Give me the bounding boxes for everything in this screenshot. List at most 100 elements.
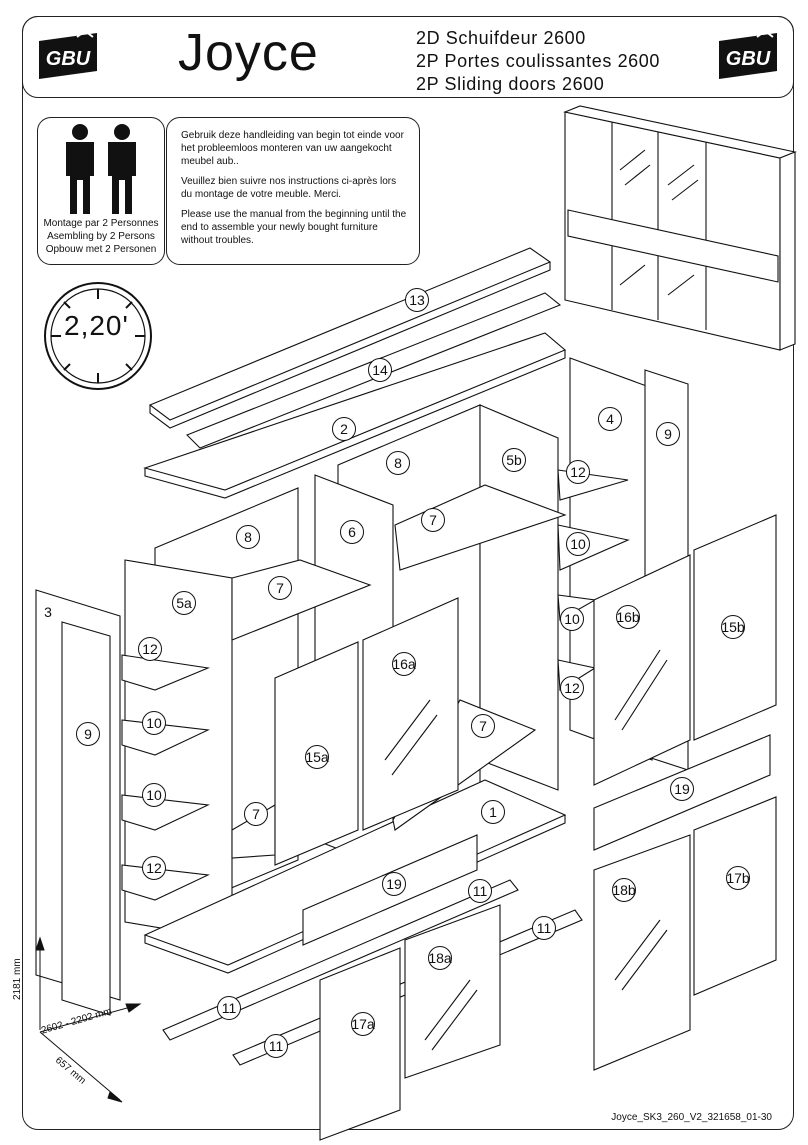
part-circle (76, 722, 100, 746)
part-label-10-left-a: 10 (146, 715, 162, 731)
part-label-3: 3 (44, 604, 52, 620)
part-label-2: 2 (340, 421, 348, 437)
svg-text:GBU: GBU (46, 48, 91, 70)
part-label-7-bottom: 7 (252, 806, 260, 822)
part-circle (305, 745, 329, 769)
gbu-logo-icon: GBU (39, 29, 97, 79)
door-17b (693, 796, 777, 996)
part-label-15a: 15a (305, 749, 329, 765)
intro-fr: Veuillez bien suivre nos instructions ci… (181, 176, 397, 200)
part-circle (405, 288, 429, 312)
part-label-7-top-center: 7 (429, 512, 437, 528)
door-18b (593, 834, 691, 1071)
part-label-12-right-bottom: 12 (564, 680, 580, 696)
part-label-12-left-bottom: 12 (146, 860, 162, 876)
svg-text:GBU: GBU (726, 48, 771, 70)
panel-13 (148, 247, 552, 421)
document-code: Joyce_SK3_260_V2_321658_01-30 (611, 1112, 772, 1123)
part-label-10-right-b: 10 (564, 611, 580, 627)
part-circle (142, 856, 166, 880)
page-title: Joyce (178, 24, 319, 82)
part-label-6: 6 (348, 524, 356, 540)
part-label-16b: 16b (616, 609, 640, 625)
header-bar: GBU Joyce 2D Schuifdeur 2600 2P Portes c… (22, 16, 794, 98)
gbu-logo-icon: GBU (719, 29, 777, 79)
part-label-1: 1 (489, 804, 497, 820)
part-label-14: 14 (372, 362, 388, 378)
part-label-7-right: 7 (479, 718, 487, 734)
brand-logo-right: GBU (715, 27, 781, 85)
part-label-11-d: 11 (268, 1038, 284, 1054)
part-label-17a: 17a (351, 1016, 375, 1032)
subtitle-en: 2P Sliding doors 2600 (416, 74, 605, 94)
part-circle (656, 422, 680, 446)
part-label-11-c: 11 (221, 1000, 237, 1016)
part-circle (264, 1034, 288, 1058)
part-circle (468, 879, 492, 903)
part-circle (726, 866, 750, 890)
door-17a (319, 947, 401, 1141)
part-label-4: 4 (606, 411, 614, 427)
part-label-10-right: 10 (570, 536, 586, 552)
part-circle (560, 607, 584, 631)
intro-text-box: Gebruik deze handleiding van begin tot e… (166, 117, 420, 265)
intro-en: Please use the manual from the beginning… (181, 209, 407, 246)
part-label-9-right: 9 (664, 426, 672, 442)
part-circle (616, 605, 640, 629)
part-label-17b: 17b (726, 870, 750, 886)
persons-info-box: Montage par 2 Personnes Asembling by 2 P… (37, 117, 165, 265)
part-circle (382, 872, 406, 896)
dimension-height: 2181 mm (12, 958, 23, 1000)
part-circle (268, 576, 292, 600)
persons-line-nl: Opbouw met 2 Personen (45, 244, 157, 255)
part-circle (340, 520, 364, 544)
part-label-11-b: 11 (536, 920, 552, 936)
part-label-12-left-top: 12 (142, 641, 158, 657)
part-circle (236, 525, 260, 549)
part-circle (612, 878, 636, 902)
part-label-7-left: 7 (276, 580, 284, 596)
part-label-5a: 5a (176, 595, 192, 611)
part-circle (670, 777, 694, 801)
subtitle-nl: 2D Schuifdeur 2600 (416, 28, 586, 48)
part-label-12-right-top: 12 (570, 464, 586, 480)
subtitle-fr: 2P Portes coulissantes 2600 (416, 51, 661, 71)
part-circle (471, 714, 495, 738)
part-label-15b: 15b (721, 619, 745, 635)
brand-logo-left: GBU (35, 27, 101, 85)
part-circle (368, 358, 392, 382)
part-circle (142, 783, 166, 807)
part-circle (566, 460, 590, 484)
part-circle (421, 508, 445, 532)
part-label-19-center: 19 (386, 876, 402, 892)
part-circle (428, 946, 452, 970)
part-circle (532, 916, 556, 940)
part-circle (138, 637, 162, 661)
panel-9-left (61, 621, 111, 1016)
part-label-16a: 16a (392, 656, 416, 672)
two-persons-icon (66, 124, 136, 214)
part-circle (386, 451, 410, 475)
part-label-13: 13 (409, 292, 425, 308)
part-circle (244, 802, 268, 826)
part-circle (142, 711, 166, 735)
part-label-11-a: 11 (472, 883, 488, 899)
assembly-time-label: 2,20' (62, 310, 131, 342)
part-circle (172, 591, 196, 615)
part-label-9-left: 9 (84, 726, 92, 742)
wardrobe-preview (563, 105, 797, 351)
part-circle (566, 532, 590, 556)
part-circle (332, 417, 356, 441)
part-label-10-left-b: 10 (146, 787, 162, 803)
part-label-8-center: 8 (394, 455, 402, 471)
part-circle (598, 407, 622, 431)
door-16a (362, 597, 459, 831)
part-label-18a: 18a (428, 950, 452, 966)
part-circle (560, 676, 584, 700)
part-circle (217, 996, 241, 1020)
part-circle (392, 652, 416, 676)
product-subtitles: 2D Schuifdeur 2600 2P Portes coulissante… (416, 27, 660, 96)
persons-line-en: Asembling by 2 Persons (47, 231, 155, 242)
part-circle (721, 615, 745, 639)
